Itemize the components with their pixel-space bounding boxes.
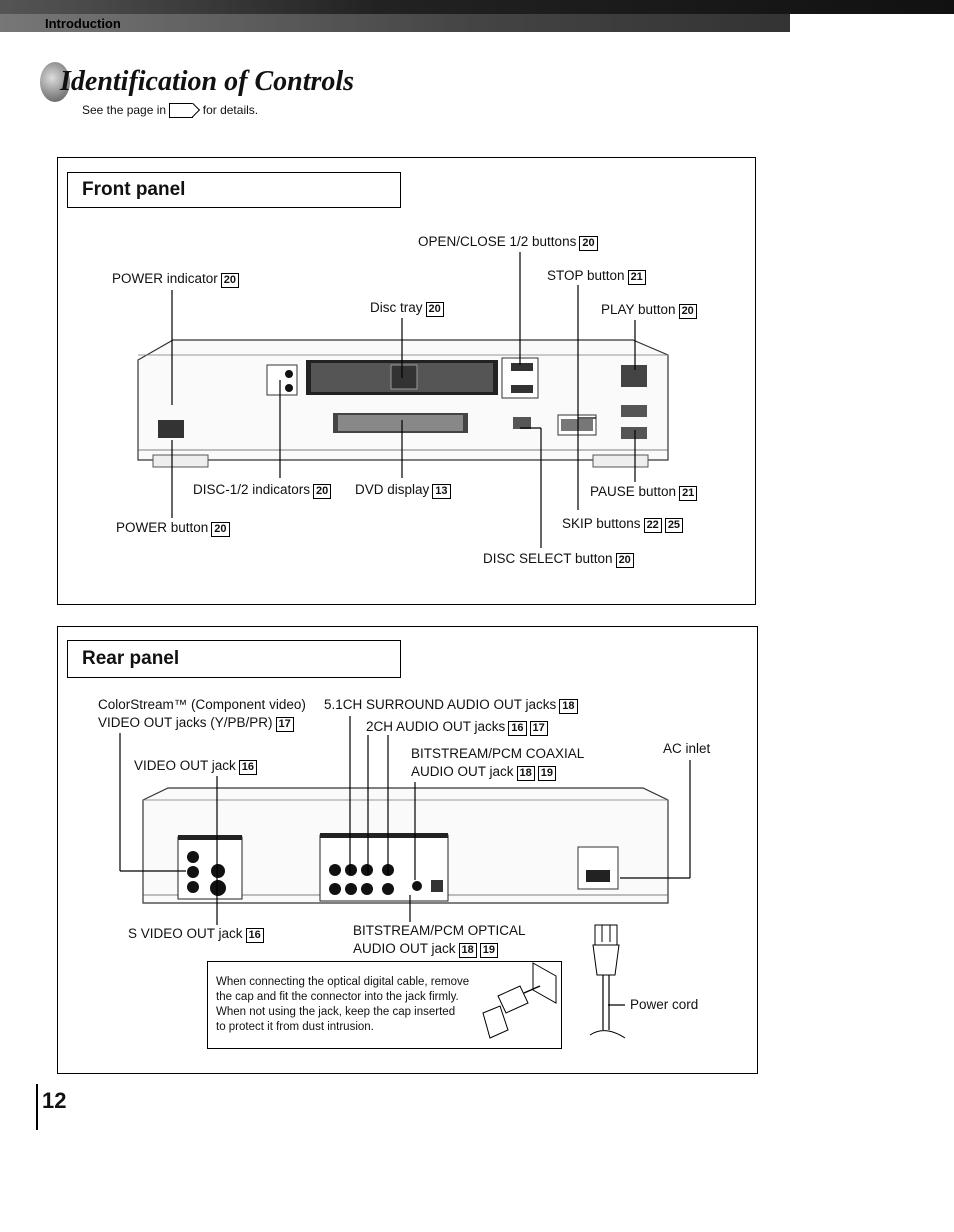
ac-inlet-label: AC inlet	[663, 741, 711, 756]
section-tag: Introduction	[45, 16, 121, 31]
video-out-ref: 16	[238, 760, 258, 775]
colorstream-ref: 17	[275, 717, 294, 732]
dvd-display-ref: 13	[432, 484, 451, 499]
optical-ref-a: 18	[458, 943, 477, 958]
coax-ref-b: 19	[537, 766, 557, 781]
page-ref-icon	[169, 103, 194, 119]
front-panel-section	[57, 157, 756, 605]
pause-ref: 21	[679, 486, 698, 501]
disc-tray-ref: 20	[425, 302, 444, 317]
svideo-ref: 16	[245, 928, 264, 943]
open-close-text: OPEN/CLOSE 1/2 buttons	[418, 234, 577, 249]
colorstream-text-2: VIDEO OUT jacks (Y/PB/PR)	[98, 715, 273, 730]
power-cord-label: Power cord	[630, 997, 699, 1012]
coax-text-2: AUDIO OUT jack	[411, 764, 514, 779]
coax-ref-a: 18	[516, 766, 535, 781]
stop-text: STOP button	[547, 268, 625, 283]
colorstream-label-1: ColorStream™ (Component video)	[98, 697, 306, 712]
power-indicator-text: POWER indicator	[112, 271, 218, 286]
pause-text: PAUSE button	[590, 484, 677, 499]
page-number-bar	[36, 1084, 38, 1130]
optical-label-1: BITSTREAM/PCM OPTICAL	[353, 923, 526, 938]
rear-panel-heading: Rear panel	[82, 648, 180, 669]
disc-indicators-text: DISC-1/2 indicators	[193, 482, 311, 497]
subtitle-after: for details.	[202, 103, 259, 117]
note-line-1: When connecting the optical digital cabl…	[216, 976, 470, 988]
two-ch-ref-b: 17	[529, 721, 548, 736]
note-line-4: to protect it from dust intrusion.	[216, 1021, 374, 1033]
optical-text-2: AUDIO OUT jack	[353, 941, 456, 956]
rear-panel-illustration	[142, 787, 669, 904]
disc-select-ref: 20	[615, 553, 634, 568]
power-button-ref: 20	[211, 522, 230, 537]
svideo-text: S VIDEO OUT jack	[128, 926, 243, 941]
play-ref: 20	[678, 304, 697, 319]
rear-panel-heading-box: Rear panel	[67, 640, 401, 678]
subtitle: See the page in for details.	[82, 103, 259, 119]
coax-label-1: BITSTREAM/PCM COAXIAL	[411, 746, 585, 761]
rear-panel-section	[57, 626, 758, 1074]
header-bar-shade	[0, 14, 790, 32]
skip-ref-a: 22	[643, 518, 662, 533]
power-indicator-ref: 20	[220, 273, 240, 288]
power-button-text: POWER button	[116, 520, 209, 535]
page-number: 12	[42, 1088, 67, 1113]
open-close-ref: 20	[579, 236, 598, 251]
skip-text: SKIP buttons	[562, 516, 641, 531]
page-title: Identification of Controls	[60, 66, 355, 97]
rear-panel-leaders	[119, 716, 691, 1006]
two-ch-ref-a: 16	[508, 721, 527, 736]
front-panel-heading-box: Front panel	[67, 172, 401, 208]
disc-indicators-ref: 20	[313, 484, 332, 499]
title-drop-cap-blot	[40, 62, 70, 102]
optical-note-box: When connecting the optical digital cabl…	[207, 961, 562, 1049]
two-ch-text: 2CH AUDIO OUT jacks	[366, 719, 506, 734]
stop-ref: 21	[627, 270, 646, 285]
subtitle-before: See the page in	[82, 103, 167, 117]
front-panel-heading: Front panel	[82, 179, 186, 200]
power-cord-illustration	[589, 924, 626, 1039]
play-text: PLAY button	[601, 302, 676, 317]
disc-select-text: DISC SELECT button	[483, 551, 613, 566]
surround-text: 5.1CH SURROUND AUDIO OUT jacks	[324, 697, 557, 712]
note-line-2: the cap and fit the connector into the j…	[216, 991, 459, 1003]
optical-cap-illustration	[482, 962, 557, 1039]
surround-ref: 18	[559, 699, 578, 714]
video-out-text: VIDEO OUT jack	[134, 758, 236, 773]
colorstream-label-2: VIDEO OUT jacks (Y/PB/PR)17	[98, 715, 294, 732]
disc-tray-text: Disc tray	[370, 300, 423, 315]
note-line-3: When not using the jack, keep the cap in…	[216, 1006, 456, 1018]
optical-ref-b: 19	[479, 943, 499, 958]
front-panel-leaders	[171, 252, 636, 548]
header-bar	[0, 0, 954, 14]
dvd-display-text: DVD display	[355, 482, 430, 497]
skip-ref-b: 25	[664, 518, 684, 533]
